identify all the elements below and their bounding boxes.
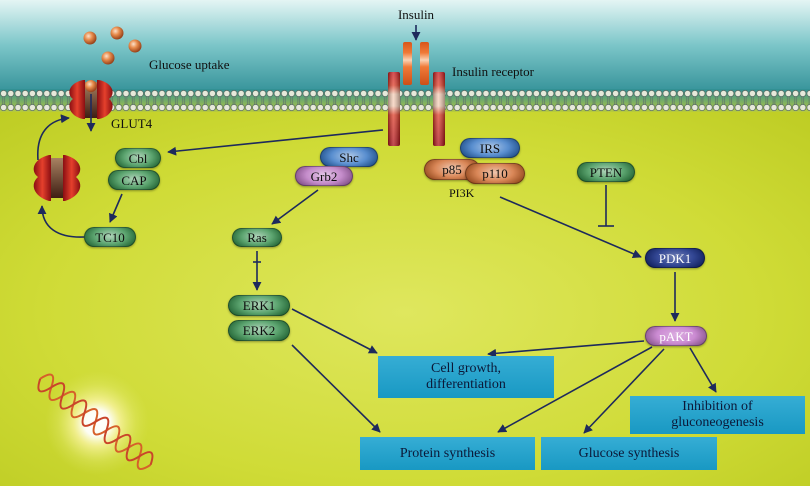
arrow-vesicle-to-glut4	[37, 114, 70, 161]
arrow-receptor-to-cbl	[167, 129, 384, 156]
node-ras: Ras	[232, 228, 282, 247]
outcome-cell-growth-line1: Cell growth,	[431, 361, 501, 377]
outcome-inhibition-gluconeogenesis: Inhibition of gluconeogenesis	[630, 396, 805, 434]
insulin-receptor-icon	[388, 42, 445, 146]
node-pten: PTEN	[577, 162, 635, 182]
outcome-protein-synthesis: Protein synthesis	[360, 437, 535, 470]
node-p110: p110	[465, 163, 525, 184]
node-erk2: ERK2	[228, 320, 290, 341]
arrow-erk2-to-protein-synthesis	[291, 344, 381, 433]
arrow-pakt-to-gluconeogenesis	[689, 347, 717, 393]
outcome-cell-growth: Cell growth, differentiation	[378, 356, 554, 398]
node-tc10: TC10	[84, 227, 136, 247]
arrow-pakt-to-glucose-synthesis	[583, 348, 665, 434]
dna-helix-icon	[37, 371, 154, 475]
arrow-cap-to-tc10	[109, 193, 123, 223]
outcome-cell-growth-line2: differentiation	[426, 377, 506, 392]
glut4-label: GLUT4	[111, 116, 153, 131]
outcome-protein-synthesis-label: Protein synthesis	[399, 445, 496, 461]
outcome-glucose-synthesis: Glucose synthesis	[541, 437, 717, 470]
node-cbl: Cbl	[115, 148, 161, 168]
arrow-pakt-to-cell-growth	[487, 340, 645, 358]
outcome-glucose-synthesis-label: Glucose synthesis	[578, 445, 680, 461]
node-pdk1: PDK1	[645, 248, 705, 268]
arrow-tc10-to-vesicle	[37, 205, 85, 238]
arrow-erk1-to-cell-growth	[291, 308, 378, 354]
node-erk1: ERK1	[228, 295, 290, 316]
inhibition-pten-to-pdk1	[598, 185, 614, 227]
outcome-gluconeogenesis-line2: gluconeogenesis	[671, 415, 764, 430]
glut4-transporter-icon	[69, 80, 113, 132]
arrow-ras-to-erk	[252, 251, 262, 291]
cell-membrane	[0, 89, 810, 112]
glucose-molecules-icon	[83, 26, 142, 65]
outcome-gluconeogenesis-line1: Inhibition of	[682, 399, 753, 415]
insulin-label: Insulin	[397, 7, 435, 22]
node-shc: Shc	[320, 147, 378, 167]
glut4-vesicle-icon	[33, 155, 81, 201]
node-grb2: Grb2	[295, 166, 353, 186]
node-irs: IRS	[460, 138, 520, 158]
insulin-receptor-label: Insulin receptor	[452, 64, 534, 79]
arrow-pakt-to-protein-synthesis	[497, 346, 653, 433]
arrow-grb2-to-ras	[271, 189, 319, 225]
pi3k-label: PI3K	[449, 186, 475, 200]
arrow-pi3k-to-pdk1	[499, 196, 642, 258]
node-cap: CAP	[108, 170, 160, 190]
glucose-uptake-label: Glucose uptake	[149, 57, 230, 72]
node-pakt: pAKT	[645, 326, 707, 346]
